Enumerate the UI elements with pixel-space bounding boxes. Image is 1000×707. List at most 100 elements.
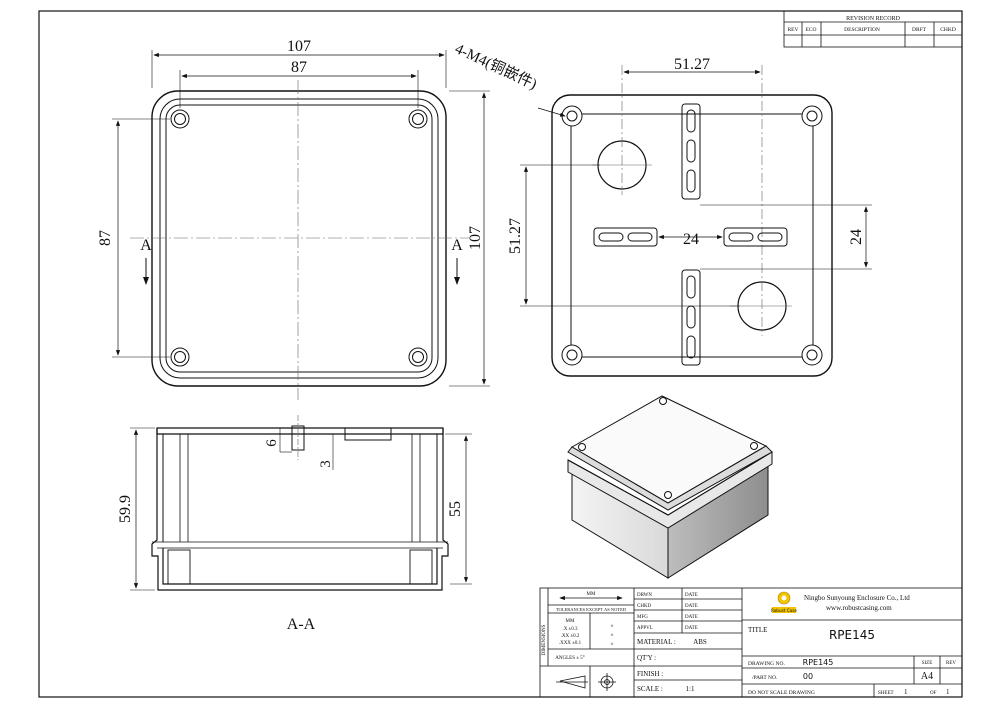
material-label: MATERIAL : [637,638,676,646]
horizontal-slot-rail-right [723,227,788,247]
dim-body-height-label: 55 [447,501,464,517]
unit-label: MM [587,592,596,597]
chkd-column-header: CHKD [940,27,956,33]
angles-label: ANGLES ± 5° [555,656,584,661]
corner-boss-icon [561,344,583,366]
dim-boss-label: 6 [264,439,280,447]
lid-screw-icon [408,347,428,367]
dim-outer-height-label: 107 [467,226,484,250]
dim-outer-width-label: 107 [287,38,311,55]
drawing-no-value: RPE145 [803,658,834,667]
corner-boss-icon [561,105,583,127]
logo-text: Robust Case [771,608,797,613]
size-label: SIZE [922,661,933,666]
dim-lip-label: 3 [318,460,334,468]
iso-screw-icon [664,491,672,499]
top-view-lid-rim [159,98,439,379]
iso-screw-icon [659,397,667,405]
rev-label: REV [946,661,956,666]
tolerance-side: ± [611,624,614,629]
tolerance-side: ± [611,633,614,638]
tolerance-row: .XX ±0.2 [561,634,580,639]
sign-row-label: APPVL [637,626,653,631]
iso-screw-icon [578,443,586,451]
sheet-border [38,10,963,698]
bottom-view: 51.27 51.27 24 24 4-M4(铜嵌件) [452,40,872,377]
material-value: ABS [693,638,707,646]
tolerance-label: TOLERANCES EXCEPT AS NOTED [556,607,627,612]
top-view: 107 87 87 107 A A [97,38,490,400]
horizontal-slot-rail-left [593,227,658,247]
knockout-hole-icon [592,65,652,195]
tolerance-row: MM [566,619,575,624]
sign-row-label: CHKD [637,604,652,609]
sheet-label: SHEET [878,691,894,696]
part-no-label: /PART NO. [752,675,778,681]
section-base [162,548,438,585]
section-mark-right: A [451,237,463,254]
eco-column-header: ECO [806,27,817,33]
date-label: DATE [685,593,698,598]
section-center-boss [291,425,305,451]
dimensions-side-label: DIMENSIONS [542,624,547,655]
section-outer-wall-left [151,428,163,591]
lid-screw-icon [408,109,428,129]
title-value: RPE145 [829,628,875,642]
dim-slot-v-label: 24 [848,229,865,245]
bottom-view-outline [551,94,833,377]
drft-column-header: DRFT [912,27,927,33]
section-dimensions [130,427,472,591]
date-label: DATE [685,626,698,631]
company-logo: Robust Case [771,591,797,613]
scale-value: 1:1 [686,685,695,693]
drawing-note: DO NOT SCALE DRAWING [748,690,815,696]
size-value: A4 [921,671,933,682]
lid-screw-icon [170,109,190,129]
isometric-view [567,395,773,579]
dim-inner-height-label: 87 [97,230,114,246]
tolerance-row: .X ±0.3 [562,627,578,632]
of-value: 1 [946,688,950,696]
company-url: www.robustcasing.com [826,604,892,612]
insert-note-label: 4-M4(铜嵌件) [452,40,539,93]
dim-inner-width-label: 87 [291,59,307,76]
part-no-value: 00 [803,672,813,681]
drawing-no-label: DRAWING NO. [748,661,785,667]
vertical-slot-rail-bottom [681,269,701,366]
description-column-header: DESCRIPTION [844,27,880,33]
section-outer-wall-right [437,428,449,591]
date-label: DATE [685,604,698,609]
tolerance-side: ± [611,642,614,647]
iso-screw-icon [750,442,758,450]
knockout-hole-icon [730,65,792,336]
section-mark-left: A [140,237,152,254]
title-label: TITLE [748,626,767,634]
revision-record-table [783,10,963,48]
tolerance-row: .XXX ±0.1 [559,641,582,646]
projection-symbol-icon [556,673,616,691]
company-name: Ningbo Sunyoung Enclosure Co., Ltd [804,594,910,602]
bottom-view-inner-outline [570,113,814,358]
dim-total-height-label: 59.9 [117,495,134,523]
vertical-slot-rail-top [681,103,701,200]
dim-slot-h-label: 24 [683,231,699,248]
corner-boss-icon [801,344,823,366]
rev-column-header: REV [788,27,799,33]
revision-record-title: REVISION RECORD [846,16,901,22]
dim-hole-pitch-h-label: 51.27 [674,56,710,73]
section-view [151,415,449,591]
sheet-value: 1 [904,688,908,696]
dim-hole-pitch-v-label: 51.27 [507,218,524,254]
section-view-label: A-A [287,616,316,633]
lid-screw-icon [170,347,190,367]
top-view-lid-inner [165,104,433,373]
top-view-outer-outline [151,90,447,387]
qty-label: QT'Y : [637,654,656,662]
sign-row-label: DRWN [637,593,652,598]
of-label: OF [930,691,937,696]
corner-boss-icon [801,105,823,127]
scale-label: SCALE : [637,685,663,693]
title-block-frame [539,587,963,698]
date-label: DATE [685,615,698,620]
